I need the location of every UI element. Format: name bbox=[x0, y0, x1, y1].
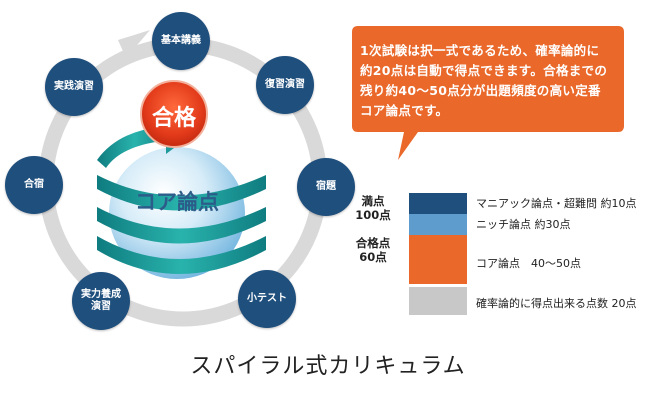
legend-label-maniac: マニアック論点・超難問 約10点 bbox=[476, 197, 637, 210]
node-skill-building: 実力養成 演習 bbox=[72, 272, 130, 330]
full-mark-value: 100点 bbox=[355, 208, 391, 222]
goal-label: 合格 bbox=[151, 106, 196, 131]
callout-text: 1次試験は択一式であるため、確率論的に約20点は自動で得点できます。合格までの残… bbox=[360, 43, 608, 118]
full-mark-scale: 満点 100点 bbox=[343, 194, 403, 222]
legend-label-probability: 確率論的に得点出来る点数 20点 bbox=[476, 297, 637, 310]
node-basic-lecture: 基本講義 bbox=[152, 12, 210, 70]
legend-label-niche: ニッチ論点 約30点 bbox=[476, 218, 571, 231]
legend-box-probability bbox=[409, 287, 467, 315]
full-mark-label: 満点 bbox=[361, 194, 385, 208]
goal-circle bbox=[140, 80, 208, 148]
legend-box-maniac bbox=[409, 193, 467, 214]
node-training-camp: 合宿 bbox=[5, 156, 63, 214]
node-homework: 宿題 bbox=[297, 158, 355, 216]
pass-mark-label: 合格点 bbox=[355, 236, 391, 250]
node-practice-exercise: 実践演習 bbox=[45, 58, 103, 116]
legend-box-core bbox=[409, 235, 467, 284]
legend-box-niche bbox=[409, 214, 467, 235]
node-quiz: 小テスト bbox=[238, 270, 296, 328]
core-sphere bbox=[109, 147, 245, 279]
legend-label-core: コア論点 40～50点 bbox=[476, 257, 581, 270]
pass-mark-scale: 合格点 60点 bbox=[343, 236, 403, 264]
pass-mark-value: 60点 bbox=[359, 250, 387, 264]
cycle-arrowhead bbox=[118, 30, 150, 58]
callout-bubble bbox=[352, 26, 624, 160]
spiral-band-middle bbox=[97, 207, 266, 244]
diagram-caption: スパイラル式カリキュラム bbox=[190, 354, 466, 379]
spiral-band-top bbox=[97, 175, 266, 211]
spiral-band-bottom bbox=[97, 236, 266, 274]
node-review-exercise: 復習演習 bbox=[256, 56, 314, 114]
core-label: コア論点 bbox=[135, 190, 219, 214]
